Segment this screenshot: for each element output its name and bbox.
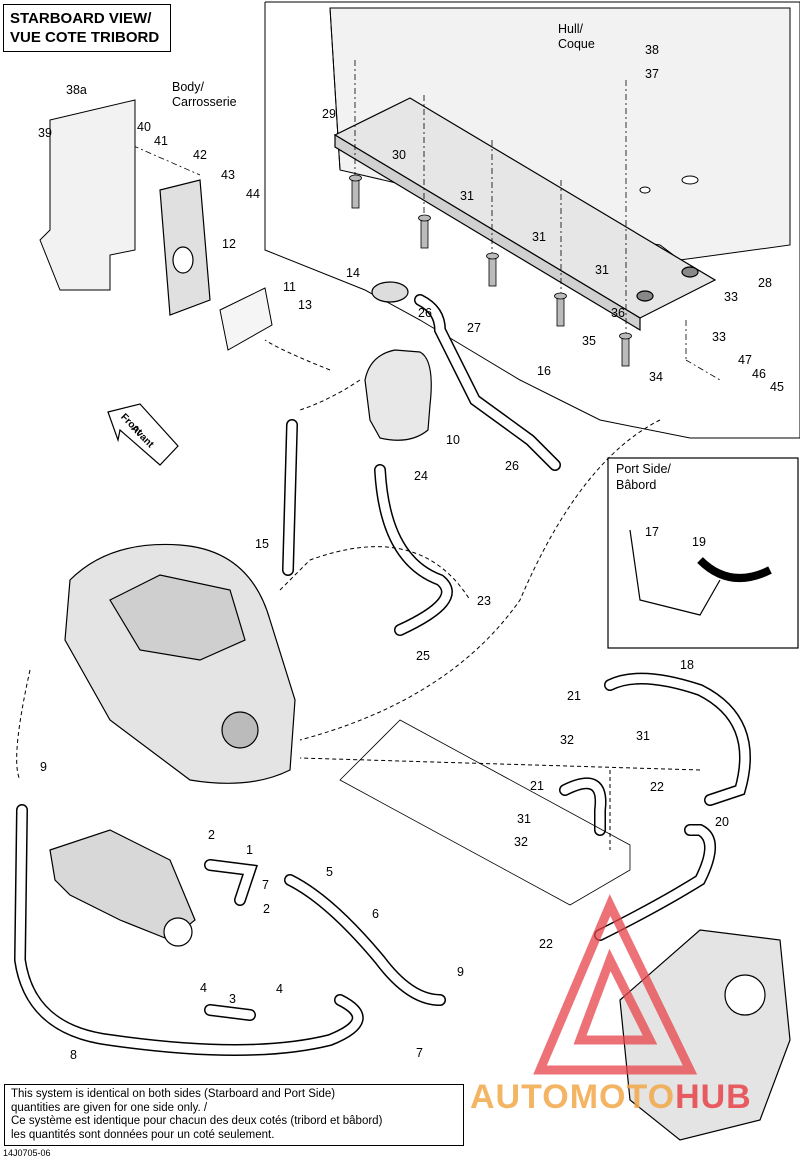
note-line2: quantities are given for one side only. …	[11, 1101, 208, 1114]
callout: 38	[645, 43, 659, 57]
view-title-line2: VUE COTE TRIBORD	[10, 29, 160, 46]
callout: 43	[221, 168, 235, 182]
callout: 18	[680, 658, 694, 672]
port-side-label: Port Side/	[616, 462, 671, 476]
body-label-fr: Carrosserie	[172, 95, 237, 109]
callout: 6	[372, 907, 379, 921]
callout: 31	[532, 230, 546, 244]
body-label: Body/	[172, 80, 204, 94]
callout: 26	[505, 459, 519, 473]
callout: 23	[477, 594, 491, 608]
note-line1: This system is identical on both sides (…	[11, 1088, 336, 1100]
callout: 16	[537, 364, 551, 378]
callout: 45	[770, 380, 784, 394]
callout: 4	[200, 981, 207, 995]
callout: 34	[649, 370, 663, 384]
callout: 32	[560, 733, 574, 747]
mounting-rail	[333, 97, 717, 332]
callout: 9	[40, 760, 47, 774]
callout: 2	[263, 902, 270, 916]
callout: 40	[137, 120, 151, 134]
callout: 29	[322, 107, 336, 121]
callout: 21	[567, 689, 581, 703]
callout: 31	[636, 729, 650, 743]
callout: 22	[650, 780, 664, 794]
front-arrow	[107, 403, 179, 466]
hull-panel	[264, 1, 800, 439]
engine	[64, 543, 296, 784]
callout: 20	[715, 815, 729, 829]
callout: 42	[193, 148, 207, 162]
callout: 9	[457, 965, 464, 979]
callout: 8	[70, 1048, 77, 1062]
callout: 26	[418, 306, 432, 320]
callout: 12	[222, 237, 236, 251]
watermark-text: AUTOMOTOHUB	[470, 1078, 752, 1117]
callout: 17	[645, 525, 659, 539]
callout: 3	[229, 992, 236, 1006]
pump-housing	[619, 929, 791, 1141]
hull-label: Hull/	[558, 22, 584, 36]
doc-code: 14J0705-06	[3, 1148, 51, 1158]
callout: 39	[38, 126, 52, 140]
callout: 33	[724, 290, 738, 304]
note-line4: les quantités sont données pour un coté …	[11, 1128, 275, 1141]
callout: 1	[246, 843, 253, 857]
callout: 19	[692, 535, 706, 549]
callout: 47	[738, 353, 752, 367]
callout: 24	[414, 469, 428, 483]
bracket-12	[159, 179, 211, 316]
hull-label-fr: Coque	[558, 37, 595, 51]
note-line3: Ce système est identique pour chacun des…	[11, 1115, 383, 1127]
view-title-line1: STARBOARD VIEW/	[10, 10, 152, 27]
watermark-logo	[533, 894, 698, 1075]
port-side-inset	[607, 457, 799, 649]
bracket-11	[219, 287, 273, 351]
callout: 33	[712, 330, 726, 344]
watermark-part2: HUB	[675, 1078, 752, 1116]
callout: 7	[416, 1046, 423, 1060]
bolts-31	[349, 174, 632, 367]
callout: 35	[582, 334, 596, 348]
callout: 32	[514, 835, 528, 849]
floor-plate	[339, 719, 631, 906]
callout: 37	[645, 67, 659, 81]
callout: 21	[530, 779, 544, 793]
callout: 25	[416, 649, 430, 663]
flow-arrows	[16, 339, 701, 850]
callout: 28	[758, 276, 772, 290]
callout: 14	[346, 266, 360, 280]
callout: 2	[208, 828, 215, 842]
port-side-label-fr: Bâbord	[616, 478, 657, 492]
hull-block	[329, 7, 791, 261]
callout: 31	[595, 263, 609, 277]
hoses-inner	[15, 295, 750, 1055]
callout: 11	[283, 280, 296, 294]
callout: 10	[446, 433, 460, 447]
callout: 44	[246, 187, 260, 201]
callout: 41	[154, 134, 168, 148]
coolant-reservoir	[364, 281, 432, 441]
callout: 30	[392, 148, 406, 162]
watermark-part1: AUTOMOTO	[470, 1078, 676, 1116]
callout: 5	[326, 865, 333, 879]
callout: 46	[752, 367, 766, 381]
callout: 4	[276, 982, 283, 996]
callout: 38a	[66, 83, 87, 97]
body-panel	[39, 99, 136, 291]
callout: 36	[611, 306, 625, 320]
callout: 22	[539, 937, 553, 951]
callout: 7	[262, 878, 269, 892]
callout: 13	[298, 298, 312, 312]
callout: 27	[467, 321, 481, 335]
view-title: STARBOARD VIEW/ VUE COTE TRIBORD	[3, 4, 171, 52]
note-box: This system is identical on both sides (…	[4, 1084, 464, 1146]
callout: 31	[460, 189, 474, 203]
callout: 15	[255, 537, 269, 551]
exhaust-manifold	[49, 829, 196, 947]
callout: 31	[517, 812, 531, 826]
